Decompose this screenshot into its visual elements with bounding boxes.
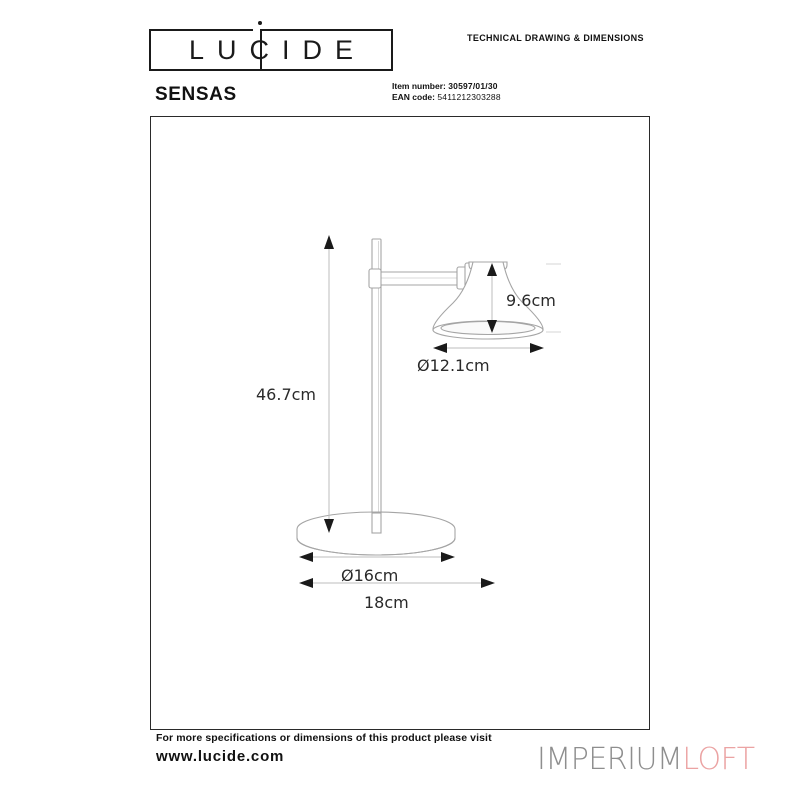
dimension-base-diameter	[299, 552, 455, 562]
dimension-total-height	[324, 235, 334, 533]
logo-i-dot-icon	[258, 21, 262, 25]
page-header: LUCIDE TECHNICAL DRAWING & DIMENSIONS SE…	[0, 0, 800, 112]
lamp-product-illustration	[296, 238, 544, 556]
base-diameter-label: Ø16cm	[341, 566, 398, 585]
footer-website-url[interactable]: www.lucide.com	[156, 748, 285, 765]
lamp-technical-drawing: 46.7cm 9.6cm Ø12.1cm Ø16cm	[256, 235, 561, 612]
ean-code-label: EAN code:	[392, 92, 435, 102]
total-height-arrow-top	[324, 235, 334, 249]
item-metadata: Item number: 30597/01/30 EAN code: 54112…	[392, 81, 501, 103]
item-number-label: Item number:	[392, 81, 446, 91]
logo-frame	[149, 29, 393, 71]
page-title: SENSAS	[155, 84, 237, 105]
shade-height-arrow-top	[487, 263, 497, 276]
base-diameter-arrow-left	[299, 552, 313, 562]
dimension-shade-height	[487, 263, 561, 333]
shade-diameter-arrow-right	[530, 343, 544, 353]
shade-height-arrow-bottom	[487, 320, 497, 333]
overall-width-label: 18cm	[364, 593, 409, 612]
total-height-label: 46.7cm	[256, 385, 316, 404]
technical-drawing-heading: TECHNICAL DRAWING & DIMENSIONS	[467, 33, 644, 43]
ean-code-row: EAN code: 5411212303288	[392, 92, 501, 103]
base-diameter-arrow-right	[441, 552, 455, 562]
imperiumloft-watermark: IMPERIUMLOFT	[537, 742, 755, 777]
overall-width-arrow-right	[481, 578, 495, 588]
footer-note: For more specifications or dimensions of…	[156, 732, 492, 744]
shade-height-label: 9.6cm	[506, 291, 556, 310]
watermark-loft-text: LOFT	[682, 742, 755, 777]
lucide-brand-logo: LUCIDE	[149, 21, 393, 71]
logo-frame-gap	[253, 27, 261, 35]
item-number-value: 30597/01/30	[448, 81, 498, 91]
dimension-shade-diameter	[433, 343, 544, 353]
total-height-arrow-bottom	[324, 519, 334, 533]
lamp-shade-rim-inner	[440, 320, 536, 336]
logo-letters: LUCIDE	[188, 34, 367, 65]
watermark-imperium-text: IMPERIUM	[537, 742, 683, 777]
overall-width-arrow-left	[299, 578, 313, 588]
item-number-row: Item number: 30597/01/30	[392, 81, 501, 92]
lamp-base-bottom-edge	[296, 537, 456, 556]
shade-diameter-arrow-left	[433, 343, 447, 353]
logo-divider	[260, 29, 262, 71]
technical-drawing-frame: 46.7cm 9.6cm Ø12.1cm Ø16cm	[150, 116, 650, 730]
dimension-overall-width	[299, 578, 495, 588]
shade-diameter-label: Ø12.1cm	[417, 356, 490, 375]
ean-code-value: 5411212303288	[437, 92, 501, 102]
lamp-pole-foot	[371, 512, 382, 534]
lamp-arm-collar	[368, 268, 382, 289]
